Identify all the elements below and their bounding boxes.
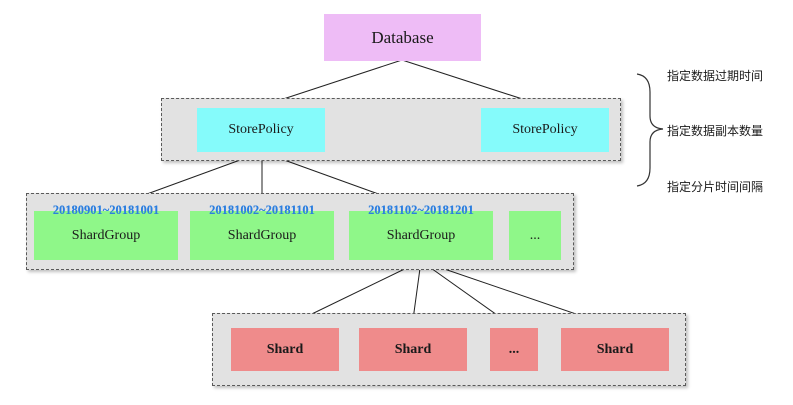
database-node: Database [324,14,481,61]
shard-node-more: ... [490,328,538,371]
curly-brace [636,73,664,187]
shardgroup-node-3: ShardGroup [349,211,493,260]
note-replication: 指定数据副本数量 [667,124,764,138]
shard-node-2: Shard [359,328,467,371]
note-retention: 指定数据过期时间 [667,69,764,83]
note-shard-duration: 指定分片时间间隔 [667,180,764,194]
shardgroup-node-more: ... [509,211,561,260]
shardgroup-range-overlay-3: 20181102~20181201 [368,203,474,217]
storepolicy-node-2: StorePolicy [481,108,609,152]
storepolicy-node-1: StorePolicy [197,108,325,152]
shard-node-1: Shard [231,328,339,371]
shardgroup-range-overlay-1: 20180901~20181001 [52,203,160,217]
shardgroup-node-2: ShardGroup [190,211,334,260]
shard-node-3: Shard [561,328,669,371]
shardgroup-node-1: ShardGroup [34,211,178,260]
shardgroup-range-overlay-2: 20181002~20181101 [209,203,315,217]
